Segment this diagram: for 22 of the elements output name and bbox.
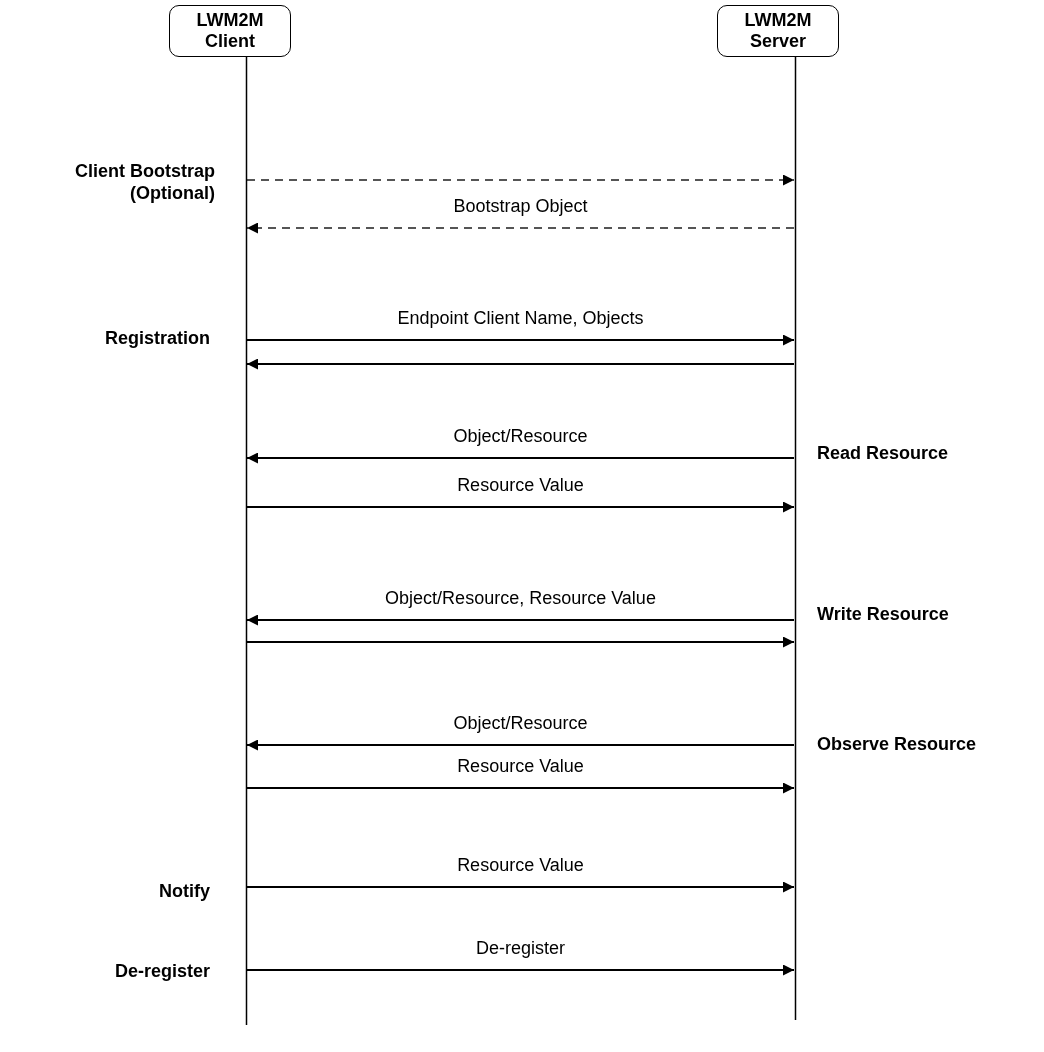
arrow — [246, 614, 795, 626]
arrow — [246, 501, 795, 513]
arrow — [246, 881, 795, 893]
phase-label: Registration — [105, 327, 210, 349]
edge-label: Object/Resource, Resource Value — [382, 588, 659, 608]
phase-label: De-register — [114, 960, 210, 982]
arrow — [246, 452, 795, 464]
phase-label: Observe Resource — [817, 733, 977, 755]
arrow — [246, 739, 795, 751]
arrow — [246, 636, 795, 648]
phase-label: Write Resource — [817, 603, 949, 625]
phase-label: Notify — [159, 880, 210, 902]
arrow — [246, 964, 795, 976]
arrow — [246, 334, 795, 346]
participant-box: LWM2M Server — [717, 5, 839, 57]
dashed-arrow — [246, 174, 795, 186]
dashed-arrow — [246, 222, 795, 234]
arrow — [246, 358, 795, 370]
arrow — [246, 782, 795, 794]
phase-label: Client Bootstrap (Optional) — [74, 160, 215, 204]
phase-label: Read Resource — [817, 442, 949, 464]
participant-box: LWM2M Client — [169, 5, 291, 57]
